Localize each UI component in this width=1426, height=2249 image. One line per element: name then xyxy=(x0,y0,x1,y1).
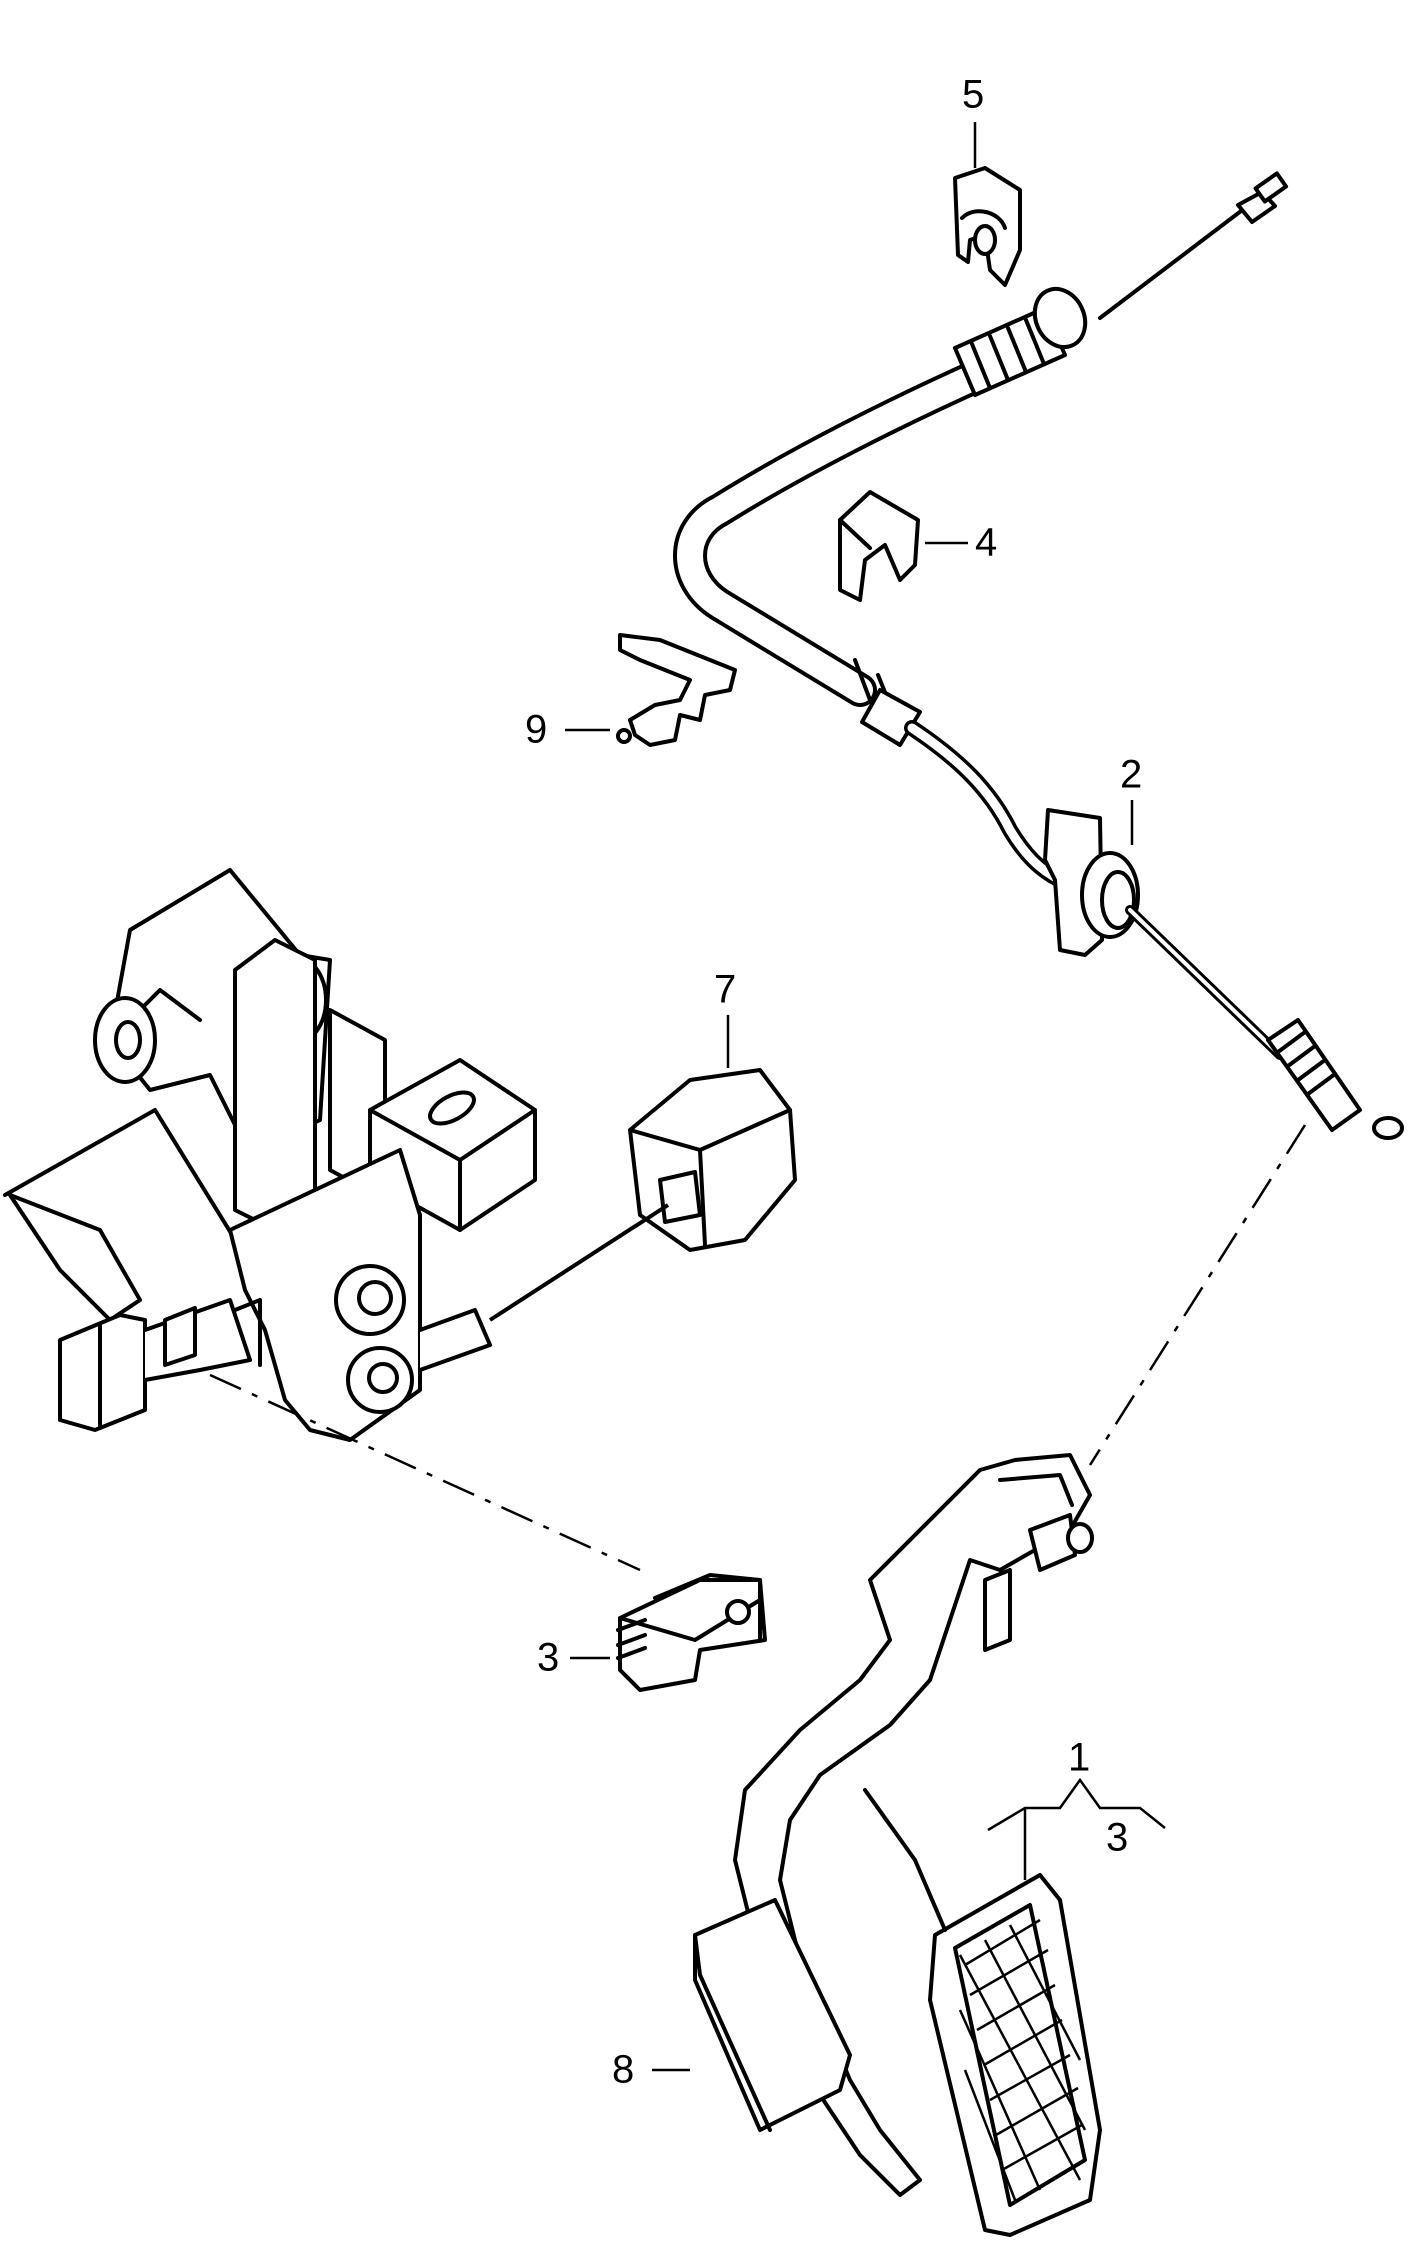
clip-part-5 xyxy=(953,166,1022,287)
throttle-cable xyxy=(673,171,1404,1140)
pedal-bracket xyxy=(3,868,537,1442)
pad-part-8 xyxy=(693,1898,852,2132)
assembly-line-switch xyxy=(209,1373,641,1572)
assembly-line-cable-to-pedal xyxy=(1088,1124,1307,1466)
callout-3-pedal: 3 xyxy=(1106,1816,1128,1860)
callout-2: 2 xyxy=(1120,753,1142,797)
callout-1: 1 xyxy=(1068,1736,1090,1780)
pedal-pad-grid xyxy=(958,1918,1087,2201)
leader-lines xyxy=(565,122,1166,2072)
kickdown-switch-part-3 xyxy=(616,1573,767,1692)
spring-clip-part-9 xyxy=(616,633,737,747)
buffer-part-7 xyxy=(628,1068,797,1252)
callout-7: 7 xyxy=(714,968,736,1012)
callout-3-switch: 3 xyxy=(537,1636,559,1680)
buffer-rod xyxy=(488,1203,670,1322)
callout-4: 4 xyxy=(975,521,997,565)
retainer-part-4 xyxy=(838,490,920,602)
callout-5: 5 xyxy=(962,73,984,117)
callout-8: 8 xyxy=(612,2048,634,2092)
accelerator-pedal-part-1 xyxy=(733,1453,1102,2237)
callout-9: 9 xyxy=(525,708,547,752)
